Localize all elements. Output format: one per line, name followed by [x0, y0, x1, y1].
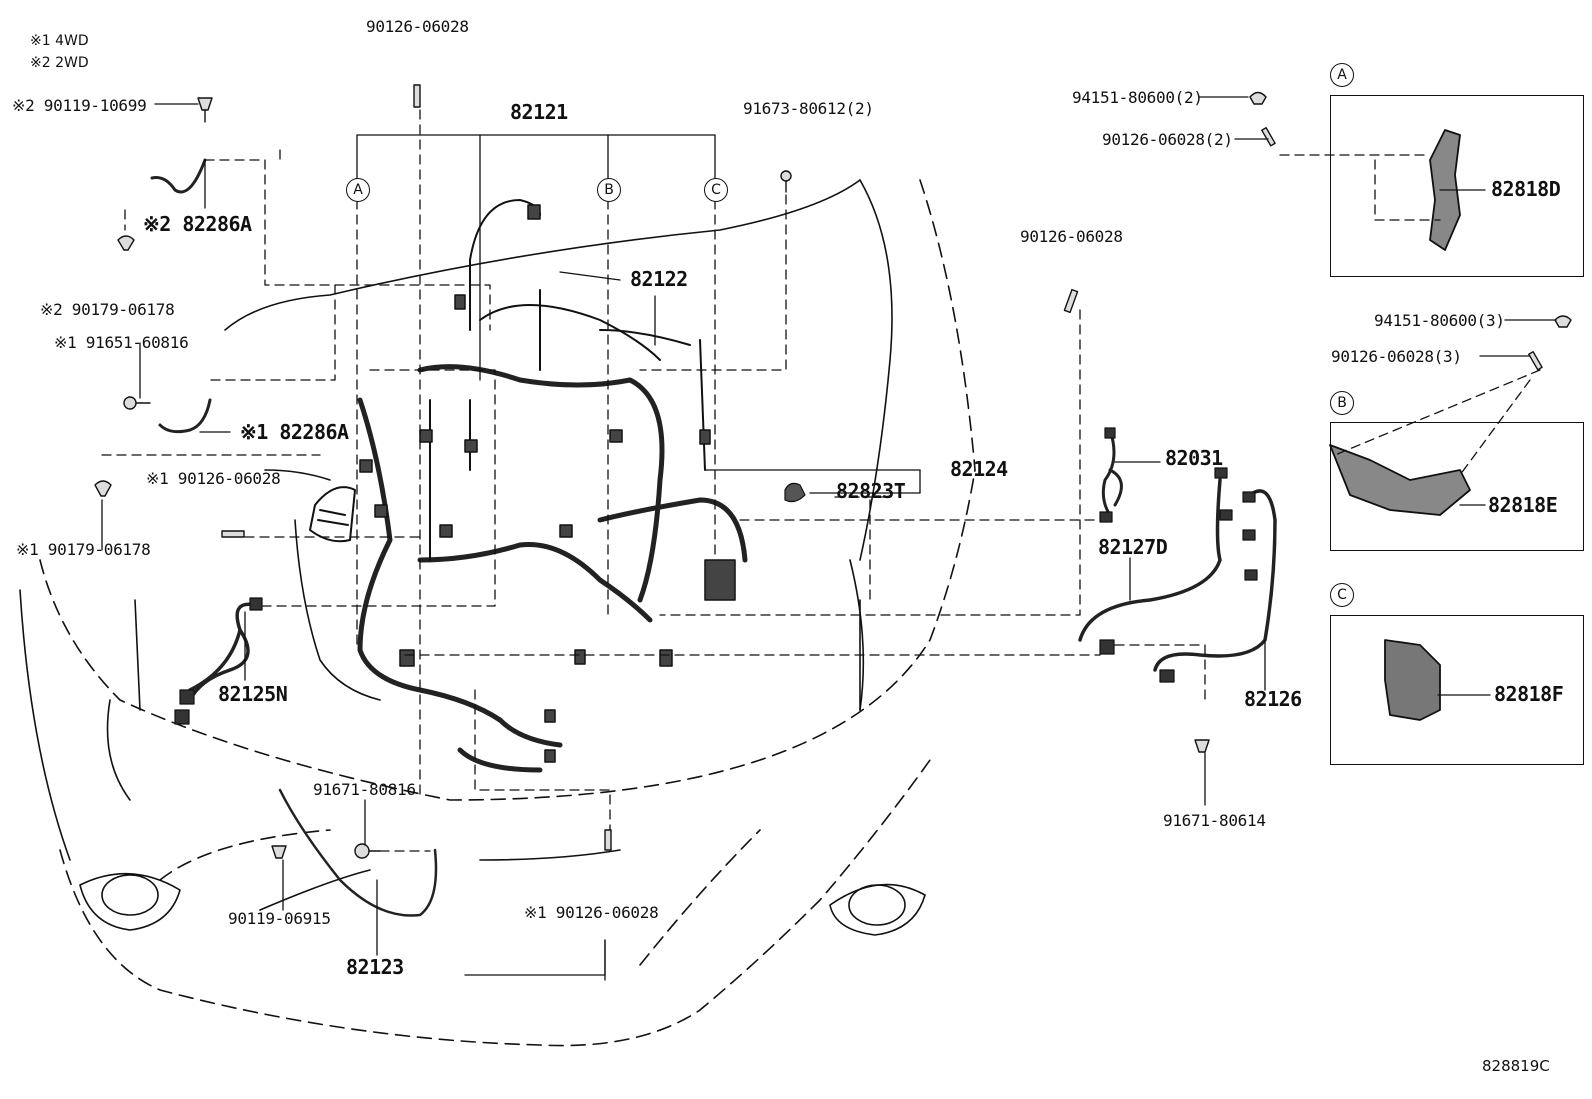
label-82818D: 82818D	[1491, 177, 1561, 201]
fasteners	[94, 84, 1572, 859]
fog-lamp-left	[79, 872, 181, 931]
bracket-line-82123	[464, 939, 606, 976]
callout-c-inset: C	[1330, 583, 1354, 607]
label-90179-06178-2wd: ※2 90179-06178	[40, 300, 175, 319]
label-90119-06915: 90119-06915	[228, 909, 331, 928]
label-82125N: 82125N	[218, 682, 288, 706]
note-4wd: ※1 4WD	[30, 33, 89, 49]
vehicle-body-outline	[39, 179, 976, 1047]
label-82286A-4wd: ※1 82286A	[240, 420, 349, 444]
harness-82123	[278, 788, 438, 917]
callout-a: A	[346, 178, 370, 202]
note-2wd: ※2 2WD	[30, 55, 89, 71]
label-90126-06028-bottom: ※1 90126-06028	[524, 903, 659, 922]
fog-lamp-right	[829, 883, 926, 936]
harness-82031	[1101, 428, 1123, 517]
label-90126-06028-top: 90126-06028	[366, 17, 469, 36]
harness-branches	[429, 199, 706, 561]
bracket-82818E	[1329, 444, 1471, 516]
label-82121: 82121	[510, 100, 568, 124]
label-82124: 82124	[950, 457, 1008, 481]
label-82286A-2wd: ※2 82286A	[143, 212, 252, 236]
label-82818E: 82818E	[1488, 493, 1558, 517]
inset-box-b	[1330, 422, 1584, 551]
figure-reference: 828819C	[1482, 1057, 1550, 1075]
label-91673-80612: 91673-80612(2)	[743, 99, 874, 118]
callout-b-inset: B	[1330, 391, 1354, 415]
label-82123: 82123	[346, 955, 404, 979]
callout-a-inset: A	[1330, 63, 1354, 87]
callout-b: B	[597, 178, 621, 202]
label-82818F: 82818F	[1494, 682, 1564, 706]
inset-box-c	[1330, 615, 1584, 765]
label-94151-80600-2: 94151-80600(2)	[1072, 88, 1203, 107]
connectors	[359, 204, 736, 763]
label-90119-10699: ※2 90119-10699	[12, 96, 147, 115]
harness-82286A-lower	[158, 398, 212, 434]
inset-box-a	[1330, 95, 1584, 277]
label-91671-80614: 91671-80614	[1163, 811, 1266, 830]
clip-82823T	[784, 482, 806, 503]
label-82122: 82122	[630, 267, 688, 291]
main-engine-harness	[357, 364, 748, 773]
air-intake-hose	[309, 486, 356, 543]
callout-c: C	[704, 178, 728, 202]
reference-dashed-lines	[101, 109, 1541, 852]
label-94151-80600-3: 94151-80600(3)	[1374, 311, 1505, 330]
label-90179-06178-4wd: ※1 90179-06178	[16, 540, 151, 559]
label-82031: 82031	[1165, 446, 1223, 470]
label-82127D: 82127D	[1098, 535, 1168, 559]
harness-82286A-upper	[150, 158, 207, 194]
label-90126-06028-3: 90126-06028(3)	[1331, 347, 1462, 366]
label-91651-60816: ※1 91651-60816	[54, 333, 189, 352]
label-82126: 82126	[1244, 687, 1302, 711]
harness-82125N	[188, 602, 257, 702]
label-90126-06028-2: 90126-06028(2)	[1102, 130, 1233, 149]
label-91671-80816: 91671-80816	[313, 780, 416, 799]
bracket-82818F	[1384, 639, 1441, 721]
label-90126-06028-mid: 90126-06028	[1020, 227, 1123, 246]
label-90126-06028-4wd: ※1 90126-06028	[146, 469, 281, 488]
harness-82127D	[1078, 478, 1222, 642]
leader-lines	[101, 96, 1557, 981]
label-82823T: 82823T	[836, 479, 906, 503]
